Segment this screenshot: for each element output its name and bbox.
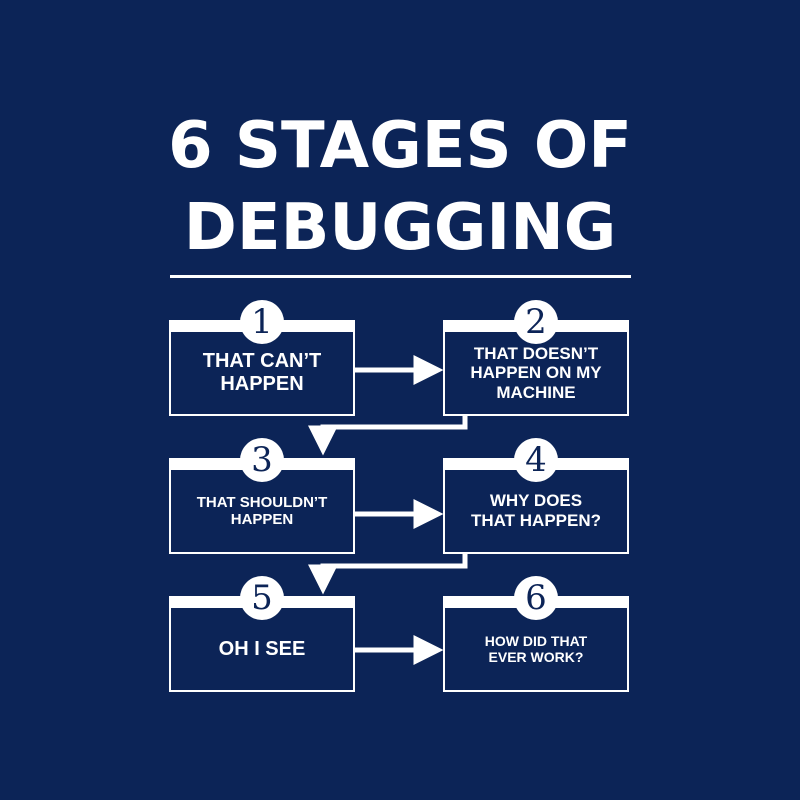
stage-4-text: WHY DOES THAT HAPPEN? (470, 491, 601, 530)
stage-5-number: 5 (240, 576, 284, 620)
title-line-1: 6 STAGES OF (168, 109, 632, 183)
arrow-stage-2-to-3 (308, 416, 468, 456)
stage-1-number: 1 (240, 300, 284, 344)
stage-4-number: 4 (514, 438, 558, 482)
stage-1-text: THAT CAN’T HAPPEN (202, 350, 322, 395)
stage-6-number: 6 (514, 576, 558, 620)
stage-3-text: THAT SHOULDN’T HAPPEN (196, 493, 328, 528)
stage-2-number: 2 (514, 300, 558, 344)
arrow-stage-4-to-5 (308, 554, 468, 595)
stage-3-number: 3 (240, 438, 284, 482)
title-line-2: DEBUGGING (183, 191, 617, 265)
stage-5-text: OH I SEE (218, 637, 306, 660)
title-divider (170, 275, 631, 278)
stage-2-text: THAT DOESN’T HAPPEN ON MY MACHINE (470, 343, 602, 402)
stage-6-text: HOW DID THAT EVER WORK? (484, 632, 588, 665)
